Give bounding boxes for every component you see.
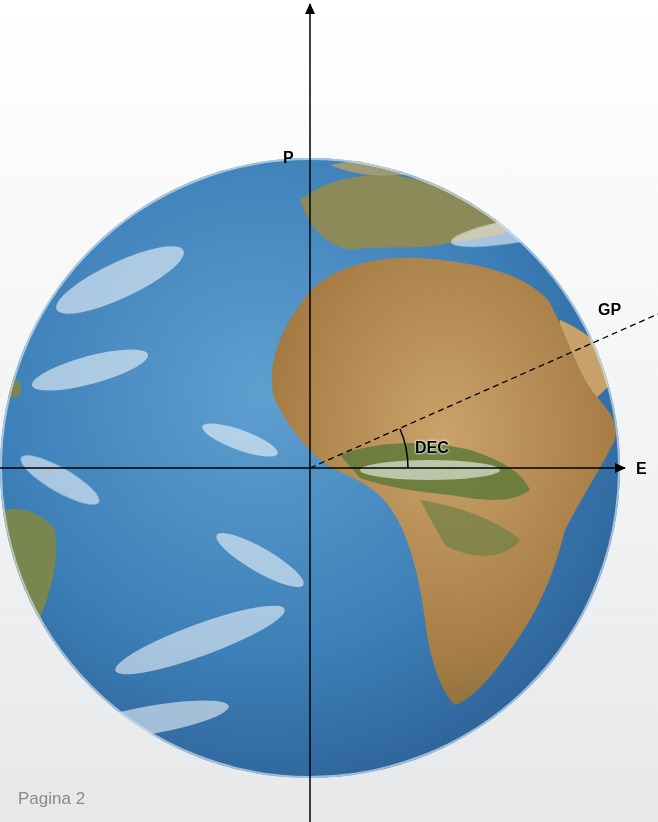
declination-arc	[400, 429, 408, 468]
polar-axis	[309, 4, 311, 822]
page-number: Pagina 2	[18, 790, 85, 807]
east-label: E	[636, 461, 647, 477]
pole-label: P	[283, 150, 294, 166]
gp-label: GP	[598, 302, 621, 318]
dec-label: DEC	[415, 440, 449, 456]
gp-direction	[310, 314, 658, 468]
